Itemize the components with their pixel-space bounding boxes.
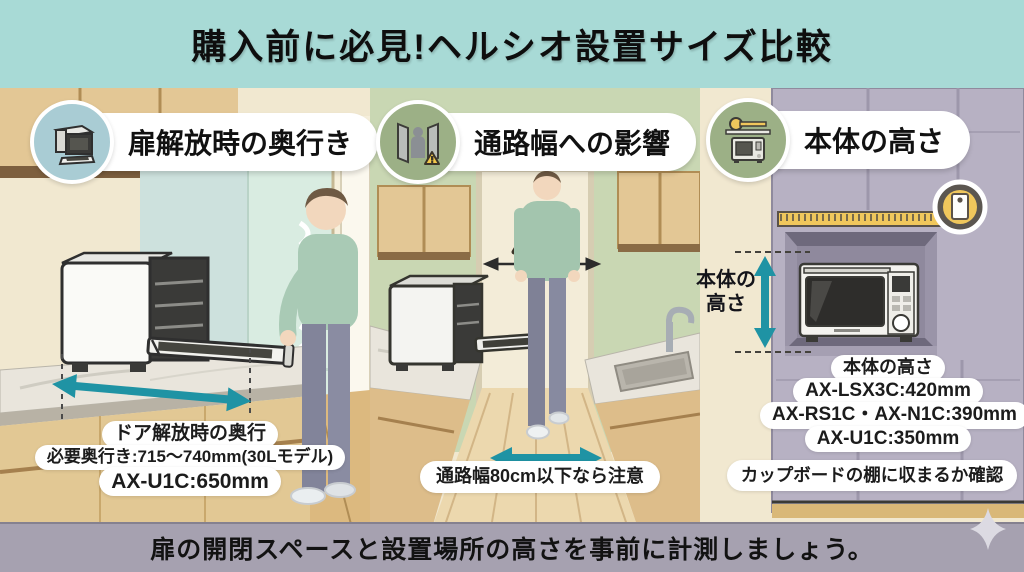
top-banner: 購入前に必見!ヘルシオ設置サイズ比較	[0, 0, 1024, 88]
open-oven-icon	[30, 100, 114, 184]
cupboard-note-text: カップボードの棚に収まるか確認	[726, 460, 1018, 492]
panel-title-aisle-width: 通路幅への影響	[418, 113, 697, 171]
person-reaching-illustration	[279, 188, 358, 505]
upper-cabinet-right	[617, 171, 700, 252]
footer-message: 扉の開閉スペースと設置場所の高さを事前に計測しましょう。	[150, 536, 874, 564]
depth-callout: ドア解放時の奥行 必要奥行き:715〜740mm(30Lモデル) AX-U1C:…	[30, 421, 350, 496]
height-callout: 本体の高さ AX-LSX3C:420mm AX-RS1C・AX-N1C:390m…	[760, 355, 1024, 453]
panel-header-body-height: 本体の高さ	[706, 98, 971, 182]
microwave-illustration	[798, 262, 920, 342]
counter-right	[584, 306, 700, 528]
cupboard-note: カップボードの棚に収まるか確認	[722, 460, 1022, 492]
height-measure-lines	[735, 251, 815, 353]
bottom-banner: 扉の開閉スペースと設置場所の高さを事前に計測しましょう。	[0, 522, 1024, 572]
depth-required-value: 必要奥行き:715〜740mm(30Lモデル)	[34, 444, 346, 470]
open-oven-illustration	[60, 251, 295, 372]
panel-header-door-depth: 扉解放時の奥行き	[30, 100, 379, 184]
cupboard-base-trim	[772, 500, 1024, 518]
sparkle-icon	[970, 508, 1006, 550]
height-value-lsx3c: AX-LSX3C:420mm	[793, 377, 983, 405]
height-value-u1c: AX-U1C:350mm	[804, 425, 972, 453]
height-value-rs1c-n1c: AX-RS1C・AX-N1C:390mm	[760, 401, 1024, 429]
faucet	[665, 306, 695, 352]
protruding-oven-illustration	[388, 274, 544, 371]
measuring-tape-icon	[777, 179, 988, 235]
page-title: 購入前に必見!ヘルシオ設置サイズ比較	[191, 27, 833, 67]
doorway-person-warning-icon	[376, 100, 460, 184]
person-walking-illustration	[514, 170, 580, 440]
upper-cabinet-left	[377, 185, 471, 260]
height-arrow	[754, 256, 776, 348]
height-callout-title: 本体の高さ	[831, 355, 945, 381]
depth-arrow	[52, 374, 252, 412]
panel-title-door-depth: 扉解放時の奥行き	[72, 113, 379, 171]
depth-callout-title: ドア解放時の奥行	[101, 421, 278, 448]
aisle-warning-text: 通路幅80cm以下なら注意	[420, 461, 661, 493]
aisle-callout: 通路幅80cm以下なら注意	[420, 461, 661, 493]
height-measure-label: 本体の 高さ	[696, 269, 756, 315]
microwave-measuring-tape-icon	[706, 98, 790, 182]
panel-header-aisle-width: 通路幅への影響	[376, 100, 697, 184]
depth-model-value: AX-U1C:650mm	[99, 466, 281, 496]
